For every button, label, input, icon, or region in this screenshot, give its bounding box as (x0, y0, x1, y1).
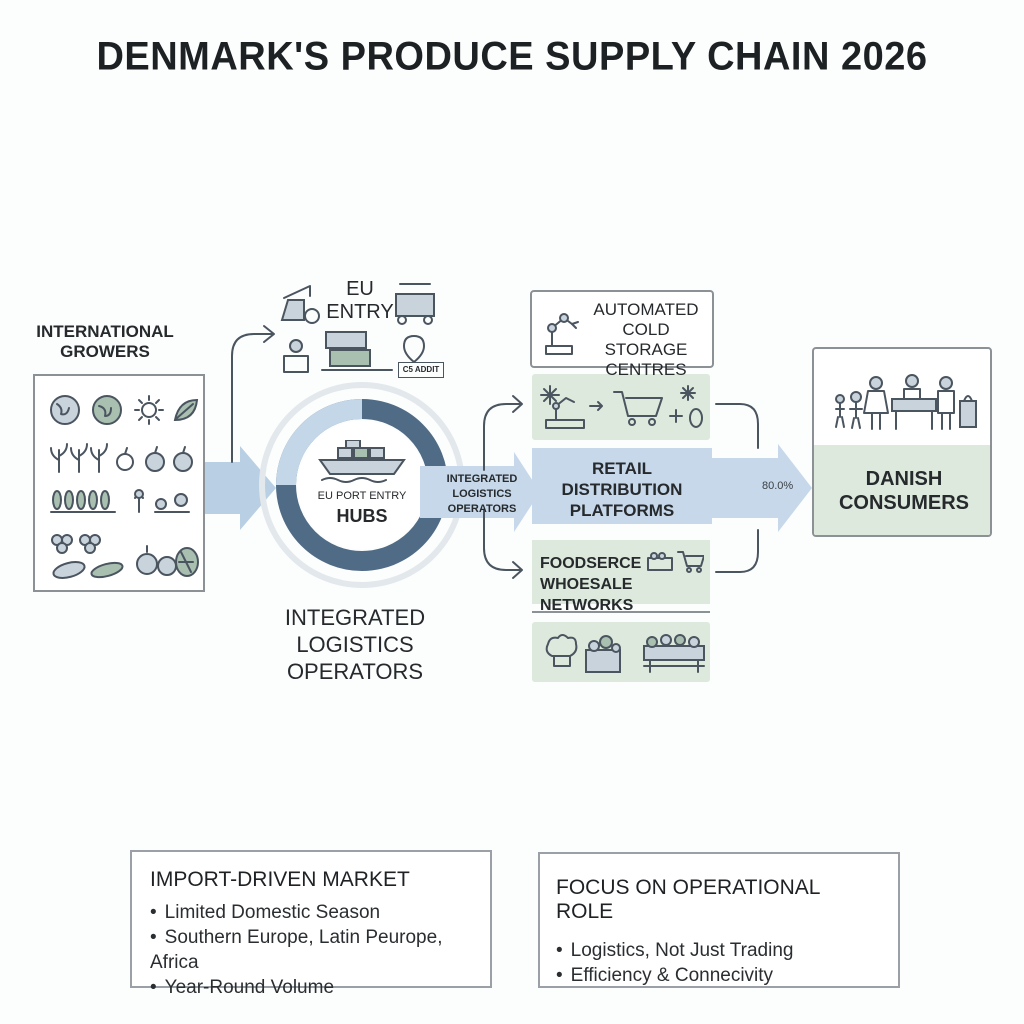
conveyor-robot-icon (545, 397, 585, 429)
import-market-heading: IMPORT-DRIVEN MARKET (150, 868, 410, 891)
operational-role-box: FOCUS ON OPERATIONAL ROLE Logistics, Not… (538, 852, 900, 988)
apple-icon (304, 308, 320, 324)
eu-entry-icons (280, 283, 435, 373)
snowflake-icon (669, 409, 683, 423)
produce-icons (50, 395, 199, 579)
branch-connector-up (483, 403, 521, 471)
cold-storage-strip-icons (540, 385, 703, 429)
crane-icon (280, 285, 311, 321)
sweet-potato-icon (52, 561, 86, 579)
hub-ring-light-segment (276, 399, 363, 486)
foodservice-header-icons (647, 551, 704, 573)
herb-icon (90, 443, 108, 473)
flow-arrow-growers (200, 446, 276, 530)
list-item: Year-Round Volume (150, 975, 472, 1000)
retail-panel (532, 448, 712, 524)
berry-icon (154, 493, 190, 513)
truck-icon (395, 283, 435, 325)
produce-crate-icon (647, 552, 673, 571)
snowflake-icon (680, 385, 696, 401)
consumers-label: DANISH CONSUMERS (838, 468, 969, 514)
arrow-right-icon (589, 401, 603, 411)
adult-icon (937, 376, 955, 430)
market-stall-icon (643, 634, 705, 673)
growers-box (33, 374, 205, 592)
hub-label: HUBS (336, 506, 388, 526)
sun-icon (134, 395, 164, 425)
customs-tag: C5 ADDIT (398, 362, 444, 378)
foodservice-label: FOODSERCE WHOESALE NETWORKS (540, 555, 642, 614)
branch-connector-down (483, 509, 521, 571)
consumers-box: DANISH CONSUMERS (812, 347, 992, 537)
security-guard-icon (283, 339, 309, 373)
hub-caption: EU PORT ENTRY (317, 490, 407, 502)
container-stack-icon (321, 331, 393, 371)
list-item: Efficiency & Connecivity (556, 963, 880, 988)
pea-pod-icon (90, 561, 124, 579)
list-item: Limited Domestic Season (150, 900, 472, 925)
apple-icon (145, 446, 165, 472)
grape-icon (51, 534, 73, 554)
eu-entry-label: EU ENTRY (326, 278, 394, 323)
cold-storage-label: AUTOMATED COLD STORAGE CENTRES (593, 300, 699, 379)
location-pin-icon (403, 335, 425, 363)
apple-icon (116, 447, 134, 471)
operational-role-heading: FOCUS ON OPERATIONAL ROLE (556, 876, 820, 923)
import-market-box: IMPORT-DRIVEN MARKET Limited Domestic Se… (130, 850, 492, 998)
melon-icon (175, 547, 199, 577)
globe-icon (92, 395, 122, 425)
logistics-arrow-label: INTEGRATED LOGISTICS OPERATORS (446, 473, 518, 515)
cargo-ship-icon (318, 440, 406, 483)
leaf-icon (173, 398, 199, 422)
grape-icon (79, 534, 101, 554)
share-label: 80.0% (762, 480, 794, 492)
chef-hat-icon (545, 634, 578, 667)
retail-label: RETAIL DISTRIBUTION PLATFORMS (561, 459, 683, 520)
flow-arrow-logistics (420, 452, 540, 532)
connector-to-eu-entry (231, 333, 273, 463)
foodservice-panel (532, 540, 710, 604)
right-connector-bottom (715, 529, 759, 573)
potato-icon (689, 408, 703, 428)
onion-icon (157, 556, 177, 576)
produce-basket-icon (585, 635, 621, 673)
cold-storage-strip (532, 374, 710, 440)
list-item: Southern Europe, Latin Peurope, Africa (150, 925, 472, 975)
operational-role-list: Logistics, Not Just Trading Efficiency &… (556, 938, 880, 988)
shopping-cart-icon (677, 551, 704, 573)
sprout-icon (134, 489, 144, 513)
market-table-icon (891, 374, 937, 430)
snowflake-icon (540, 385, 560, 405)
foodservice-strip-icons (545, 634, 705, 673)
flow-arrow-consumers (712, 444, 812, 532)
page-title: DENMARK'S PRODUCE SUPPLY CHAIN 2026 (96, 34, 928, 80)
cold-storage-box: AUTOMATED COLD STORAGE CENTRES (530, 290, 714, 379)
apple-icon (173, 446, 193, 472)
child-icon (835, 394, 845, 428)
seedling-row-icon (50, 490, 116, 513)
globe-icon (50, 395, 80, 425)
shopping-cart-icon (613, 391, 663, 426)
herb-icon (70, 443, 88, 473)
right-connector-top (715, 403, 759, 449)
shopping-bag-icon (959, 395, 977, 428)
growers-label: INTERNATIONAL GROWERS (36, 322, 174, 361)
herb-icon (50, 443, 68, 473)
child-icon (849, 391, 863, 429)
onion-icon (136, 545, 158, 575)
logistics-operators-label: INTEGRATED LOGISTICS OPERATORS (284, 605, 426, 684)
family-icon (835, 374, 977, 430)
consumers-panel (814, 445, 990, 535)
adult-icon (863, 376, 889, 430)
robot-arm-icon (545, 313, 579, 355)
import-market-list: Limited Domestic Season Southern Europe,… (150, 900, 472, 1000)
list-item: Logistics, Not Just Trading (556, 938, 880, 963)
